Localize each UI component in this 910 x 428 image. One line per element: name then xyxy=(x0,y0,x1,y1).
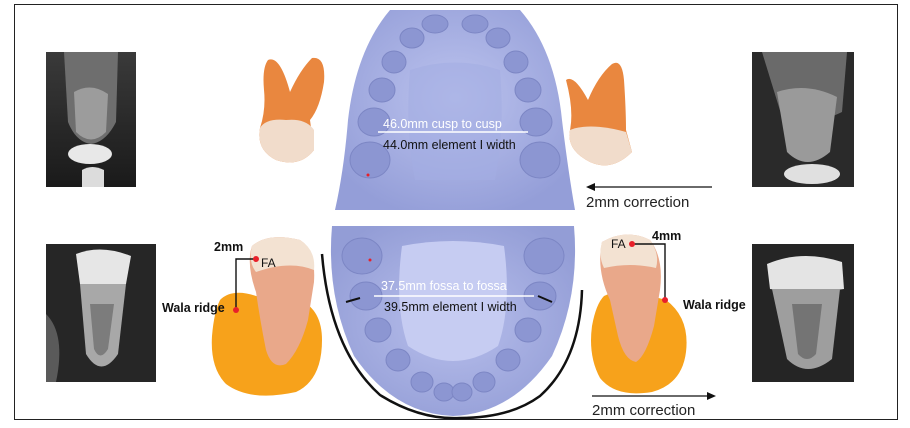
upper-dental-arch xyxy=(330,10,580,215)
cbct-lower-left xyxy=(46,244,156,382)
lower-arch-outline xyxy=(320,253,584,420)
lower-right-tooth xyxy=(600,234,661,362)
cbct-lower-right xyxy=(752,244,854,382)
right-wala-ridge-label: Wala ridge xyxy=(683,298,746,312)
cbct-upper-left xyxy=(46,52,136,187)
upper-element-width-label: 44.0mm element I width xyxy=(383,138,516,152)
upper-correction-arrow xyxy=(586,183,712,191)
cbct-upper-right xyxy=(752,52,854,187)
left-mm-label: 2mm xyxy=(214,240,244,254)
left-fa-label: FA xyxy=(261,256,276,270)
left-wala-point xyxy=(233,307,239,313)
upper-right-tooth xyxy=(566,62,632,166)
lower-element-width-label: 39.5mm element I width xyxy=(384,300,517,314)
left-fa-point xyxy=(253,256,259,262)
left-wala-ridge-label: Wala ridge xyxy=(162,301,225,315)
lower-dental-arch xyxy=(322,226,584,416)
right-fa-label: FA xyxy=(611,237,626,251)
right-fa-point xyxy=(629,241,635,247)
lower-fossa-to-fossa-label: 37.5mm fossa to fossa xyxy=(381,279,507,293)
lower-correction-label: 2mm correction xyxy=(592,402,696,419)
lower-left-tooth xyxy=(249,237,315,366)
right-wala-point xyxy=(662,297,668,303)
lower-correction-arrow xyxy=(592,392,716,400)
upper-correction-label: 2mm correction xyxy=(586,194,690,211)
right-mm-label: 4mm xyxy=(652,229,682,243)
upper-left-tooth xyxy=(259,57,325,163)
upper-cusp-to-cusp-label: 46.0mm cusp to cusp xyxy=(383,117,502,131)
